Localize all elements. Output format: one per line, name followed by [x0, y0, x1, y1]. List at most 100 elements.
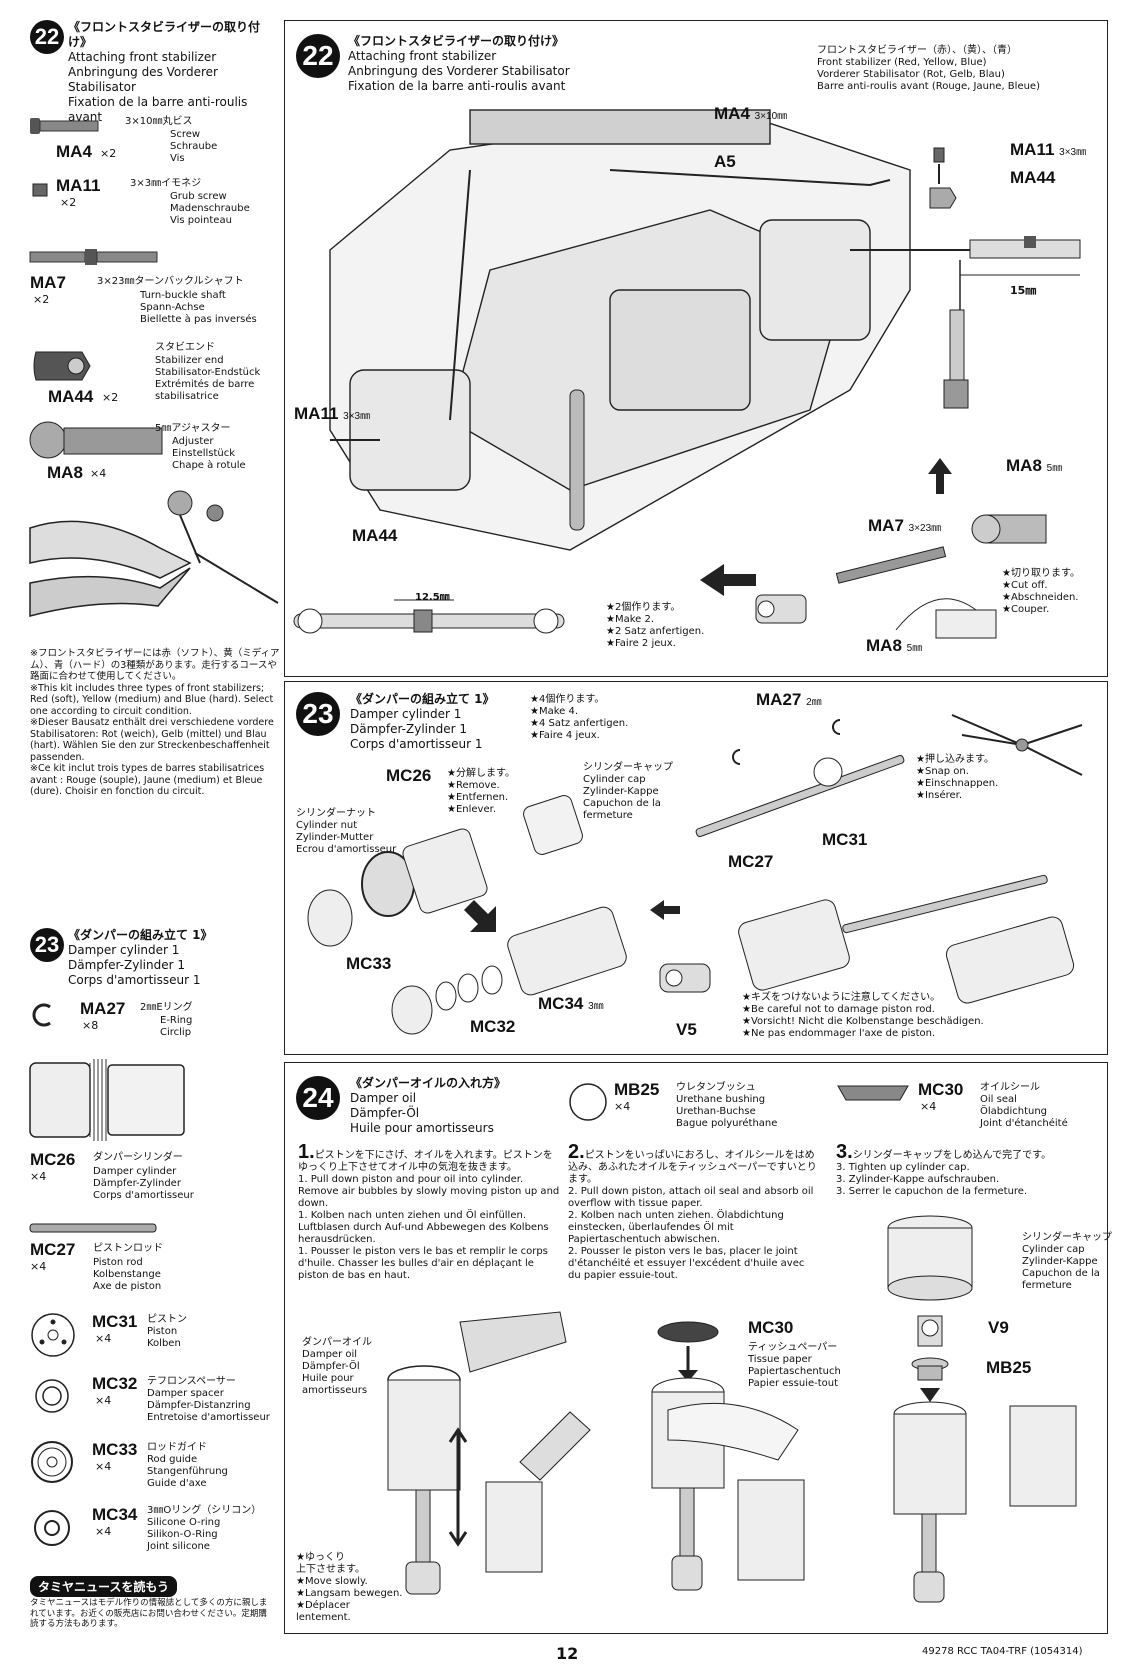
manual-code: 49278 RCC TA04-TRF (1054314) [922, 1646, 1083, 1657]
oil-filling-illustration [387, 1311, 591, 1595]
label-mb25-part: MB25 [614, 1080, 660, 1099]
spacer-icon [35, 1379, 69, 1413]
label-mc32: MC32 [470, 1017, 516, 1036]
e-ring-icon [32, 1003, 51, 1027]
part-desc: Stabilizer end Stabilisator-Endstück Ext… [155, 355, 261, 402]
left-arrow-icon [700, 564, 756, 596]
part-desc: Turn-buckle shaft Spann-Achse Biellette … [140, 290, 257, 325]
damper-assembly-view [650, 874, 1075, 1004]
label-mc27: MC27 [728, 852, 774, 871]
oil-seal-desc: オイルシール Oil seal Ölabdichtung Joint d'éta… [980, 1082, 1068, 1129]
damper-exploded-view [307, 795, 583, 947]
part-code-mc31: MC31 [92, 1312, 138, 1331]
label-a5: A5 [714, 152, 736, 171]
pliers-illustration [29, 490, 279, 617]
part-qty: ×8 [82, 1019, 99, 1032]
step-22-panel-title: 《フロントスタビライザーの取り付け》 Attaching front stabi… [348, 34, 570, 93]
turnbuckle-icon [29, 249, 158, 265]
damper-oil-label: ダンパーオイル Damper oil Dämpfer-Öl Huile pour… [302, 1337, 372, 1396]
title-de: Anbringung des Vorderer Stabilisator [68, 65, 218, 94]
damper-parts-view [391, 906, 627, 1035]
label-ma7: MA7 3×23㎜ [868, 516, 942, 535]
part-size: 3×10㎜丸ビス [125, 116, 193, 127]
part-code-ma27: MA27 [80, 999, 126, 1018]
part-qty: ×2 [102, 391, 119, 404]
label-ma4: MA4 3×10㎜ [714, 104, 788, 123]
stabilizer-end-icon [33, 351, 91, 381]
rod-guide-icon [31, 1441, 73, 1483]
step-22-title: 《フロントスタビライザーの取り付け》 Attaching front stabi… [68, 20, 278, 125]
part-size: 5㎜アジャスター [155, 423, 231, 434]
page-number: 12 [556, 1644, 579, 1663]
part-code-mc27: MC27 [30, 1240, 76, 1259]
label-ma8-bottom: MA8 5㎜ [866, 636, 923, 655]
cap-label: シリンダーキャップ Cylinder cap Zylinder-Kappe Ca… [1022, 1232, 1112, 1291]
careful-note: ★キズをつけないように注意してください。 ★Be careful not to … [742, 992, 984, 1039]
part-desc: Adjuster Einstellstück Chape à rotule [172, 436, 246, 471]
make-2-note: ★2個作ります。 ★Make 2. ★2 Satz anfertigen. ★F… [606, 602, 705, 649]
part-code-mc26: MC26 [30, 1150, 76, 1169]
up-arrow-icon [928, 458, 952, 494]
down-arrow-icon [464, 900, 496, 932]
oil-seal-illustration [651, 1321, 805, 1591]
part-qty: ×4 [614, 1100, 631, 1113]
move-slowly-note: ★ゆっくり 上下させます。 ★Move slowly. ★Langsam bew… [296, 1552, 403, 1623]
snap-on-note: ★押し込みます。 ★Snap on. ★Einschnappen. ★Insér… [916, 754, 999, 801]
part-qty: ×4 [95, 1332, 112, 1345]
grub-screw-icon [32, 183, 48, 197]
title-jp: 《フロントスタビライザーの取り付け》 [68, 20, 261, 49]
stabilizer-note: ※フロントスタビライザーには赤（ソフト）、黄（ミディアム）、青（ハード）の3種類… [30, 648, 280, 797]
part-code-ma7: MA7 [30, 273, 66, 292]
chassis-illustration [329, 109, 970, 551]
part-desc: ピストン Piston Kolben [147, 1314, 187, 1349]
part-size: ダンパーシリンダー [93, 1152, 183, 1163]
part-desc: Screw Schraube Vis [170, 129, 218, 164]
part-desc: テフロンスペーサー Damper spacer Dämpfer-Distanzr… [147, 1376, 270, 1423]
label-mc34: MC34 3㎜ [538, 994, 604, 1013]
part-code-mc33: MC33 [92, 1440, 138, 1459]
part-size: 2㎜Eリング [140, 1002, 193, 1013]
cylinder-nut-label: シリンダーナット Cylinder nut Zylinder-Mutter Ec… [296, 808, 397, 855]
tamiya-news-text: タミヤニュースはモデル作りの情報誌として多くの方に親しまれています。お近くの販売… [30, 1598, 268, 1629]
step-23-panel-title: 《ダンパーの組み立て 1》 Damper cylinder 1 Dämpfer-… [350, 692, 495, 751]
screw-icon [30, 118, 99, 134]
step-24-panel-badge: 24 [296, 1076, 340, 1120]
part-code-mc32: MC32 [92, 1374, 138, 1393]
part-desc: Piston rod Kolbenstange Axe de piston [93, 1257, 162, 1292]
step-23-badge: 23 [30, 928, 64, 962]
part-size: 3×23㎜ターンバックルシャフト [97, 276, 244, 287]
part-qty: ×4 [90, 467, 107, 480]
label-mc33: MC33 [346, 954, 392, 973]
bushing-desc: ウレタンブッシュ Urethane bushing Urethan-Buchse… [676, 1082, 778, 1129]
label-ma11-left: MA11 3×3㎜ [294, 404, 371, 423]
tissue-label: ティッシュペーパー Tissue paper Papiertaschentuch… [748, 1342, 841, 1389]
v5-rod-end [659, 963, 711, 993]
step-2-text: 2.ピストンをいっぱいにおろし、オイルシールをはめ込み、あふれたオイルをティッシ… [568, 1141, 817, 1281]
part-qty: ×4 [95, 1460, 112, 1473]
disassemble-note: ★分解します。 ★Remove. ★Entfernen. ★Enlever. [447, 768, 515, 815]
o-ring-icon [34, 1510, 70, 1546]
cut-off-note: ★切り取ります。 ★Cut off. ★Abschneiden. ★Couper… [1002, 568, 1080, 615]
label-mb25-illus: MB25 [986, 1358, 1032, 1377]
title-en: Attaching front stabilizer [68, 50, 217, 64]
part-code-ma11: MA11 [56, 176, 101, 195]
part-code-ma44: MA44 [48, 387, 94, 406]
part-qty: ×2 [60, 196, 77, 209]
part-qty: ×4 [95, 1394, 112, 1407]
label-ma44-right: MA44 [1010, 168, 1056, 187]
damper-cylinder-icon [29, 1059, 185, 1141]
step-24-panel-title: 《ダンパーオイルの入れ方》 Damper oil Dämpfer-Öl Huil… [350, 1076, 507, 1135]
part-code-ma8: MA8 [47, 463, 83, 482]
label-mc31: MC31 [822, 830, 868, 849]
dim-15mm: 15㎜ [1010, 284, 1037, 297]
step-3-text: 3.シリンダーキャップをしめ込んで完了です。 3. Tighten up cyl… [836, 1141, 1052, 1197]
label-ma44-left: MA44 [352, 526, 398, 545]
step-23-panel-badge: 23 [296, 692, 340, 736]
piston-rod-assembly [695, 719, 905, 838]
step-1-text: 1.ピストンを下にさげ、オイルを入れます。ピストンをゆっくり上下させてオイル中の… [298, 1141, 560, 1281]
label-mc30-illus: MC30 [748, 1318, 794, 1337]
step-23-panel [284, 681, 1108, 1055]
dim-12-5mm: 12.5㎜ [415, 592, 450, 603]
label-ma27: MA27 2㎜ [756, 690, 822, 709]
part-desc: ロッドガイド Rod guide Stangenführung Guide d'… [147, 1442, 228, 1489]
